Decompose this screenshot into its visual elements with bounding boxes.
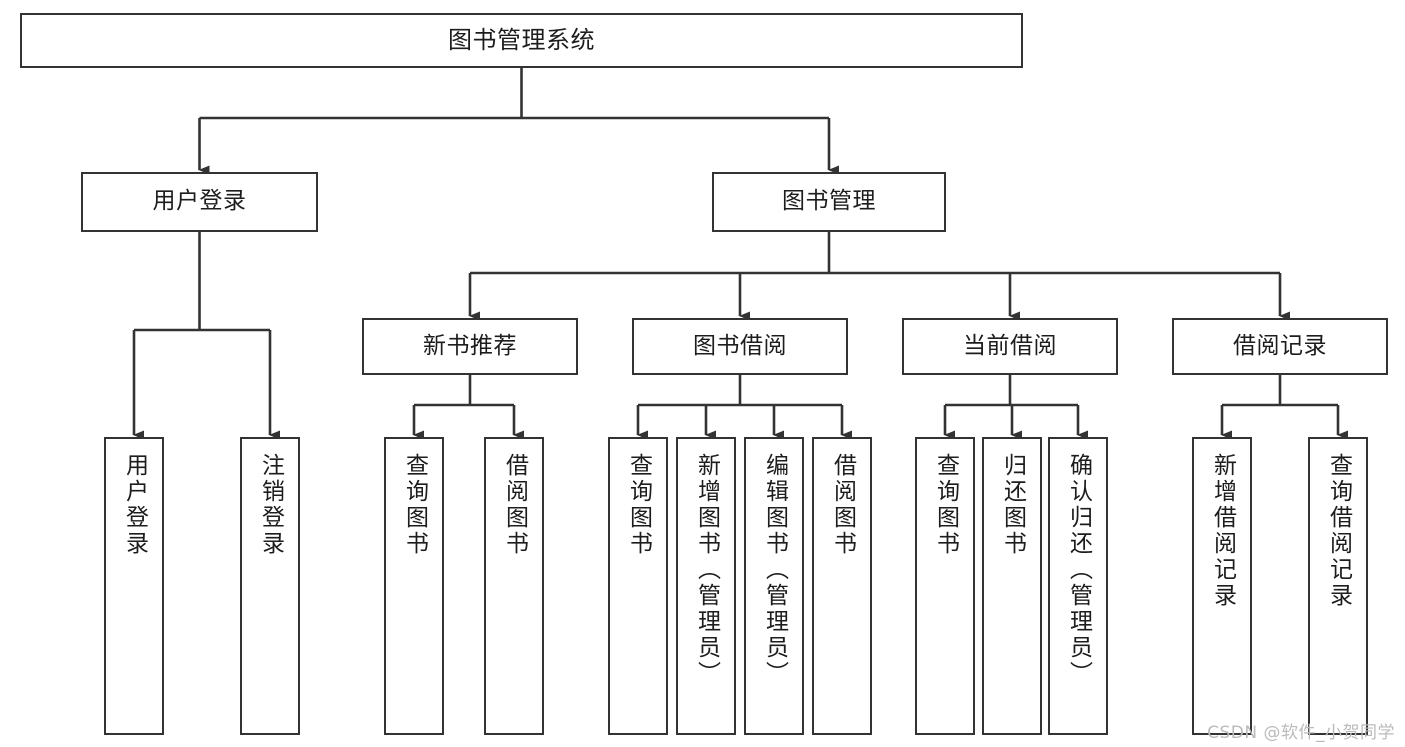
node-label: 图书管理 (782, 188, 876, 215)
node-label: 新增借阅记录 (1209, 453, 1236, 609)
leaf-node[interactable]: 查询图书 (915, 437, 975, 735)
root-node[interactable]: 图书管理系统 (20, 13, 1023, 68)
node-label: 借阅记录 (1233, 332, 1327, 359)
node-label: 新增图书（管理员） (693, 453, 720, 687)
leaf-node[interactable]: 查询图书 (608, 437, 668, 735)
leaf-node[interactable]: 新增借阅记录 (1192, 437, 1252, 735)
level3-node[interactable]: 借阅记录 (1172, 318, 1388, 375)
node-label: 图书借阅 (693, 332, 787, 359)
node-label: 借阅图书 (501, 453, 528, 557)
edge-path-group (132, 68, 1348, 440)
leaf-node[interactable]: 注销登录 (240, 437, 300, 735)
node-label: 归还图书 (999, 453, 1026, 557)
node-label: 查询借阅记录 (1325, 453, 1352, 609)
watermark-text: CSDN @软件_小贺同学 (1207, 723, 1395, 743)
node-label: 用户登录 (152, 188, 247, 215)
leaf-node[interactable]: 编辑图书（管理员） (744, 437, 804, 735)
leaf-node[interactable]: 借阅图书 (812, 437, 872, 735)
node-label: 借阅图书 (829, 453, 856, 557)
node-label: 确认归还（管理员） (1065, 453, 1092, 687)
leaf-node[interactable]: 新增图书（管理员） (676, 437, 736, 735)
node-label: 图书管理系统 (448, 26, 595, 55)
node-label: 查询图书 (932, 453, 959, 557)
node-label: 编辑图书（管理员） (761, 453, 788, 687)
node-label: 当前借阅 (963, 332, 1057, 359)
leaf-node[interactable]: 查询借阅记录 (1308, 437, 1368, 735)
node-label: 新书推荐 (423, 332, 517, 359)
leaf-node[interactable]: 用户登录 (104, 437, 164, 735)
leaf-node[interactable]: 归还图书 (982, 437, 1042, 735)
leaf-node[interactable]: 确认归还（管理员） (1048, 437, 1108, 735)
node-label: 查询图书 (625, 453, 652, 557)
node-label: 用户登录 (121, 453, 148, 557)
level2-node[interactable]: 图书管理 (712, 172, 946, 232)
level2-node[interactable]: 用户登录 (81, 172, 318, 232)
level3-node[interactable]: 图书借阅 (632, 318, 848, 375)
node-label: 查询图书 (401, 453, 428, 557)
level3-node[interactable]: 当前借阅 (902, 318, 1118, 375)
leaf-node[interactable]: 借阅图书 (484, 437, 544, 735)
node-label: 注销登录 (257, 453, 284, 557)
leaf-node[interactable]: 查询图书 (384, 437, 444, 735)
level3-node[interactable]: 新书推荐 (362, 318, 578, 375)
